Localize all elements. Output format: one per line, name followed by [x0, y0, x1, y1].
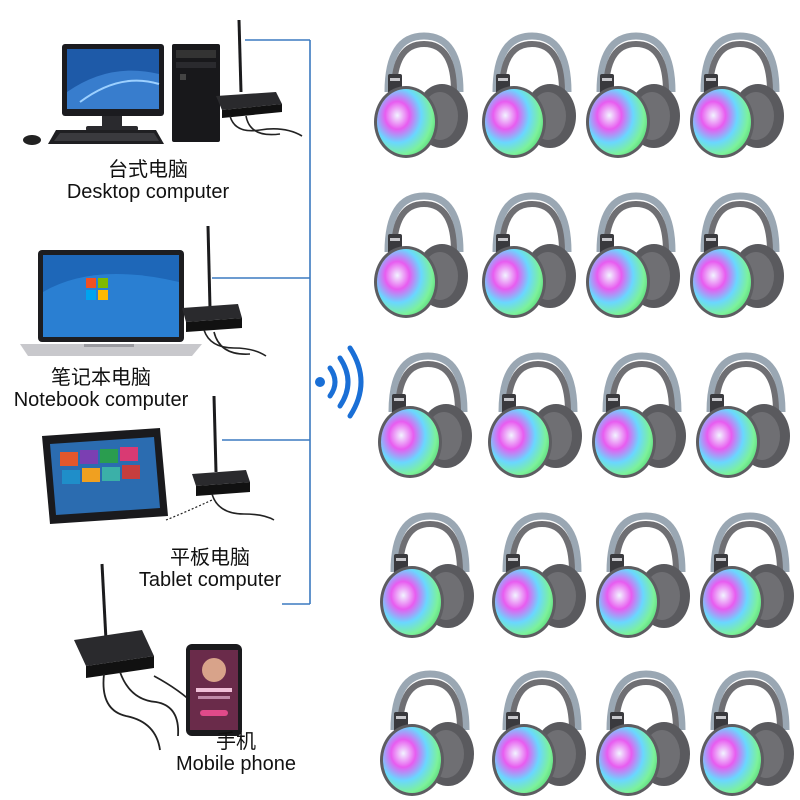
- device-label-zh: 手机: [216, 729, 256, 753]
- device-label-en: Desktop computer: [66, 181, 230, 203]
- device-label-zh: 笔记本电脑: [51, 365, 151, 389]
- headset-grid: [360, 0, 800, 800]
- notebook-computer-icon: [20, 225, 267, 357]
- device-label-desktop: 台式电脑 Desktop computer: [48, 158, 248, 204]
- tablet-computer-icon: [42, 395, 275, 524]
- wifi-signal-icon: [315, 345, 364, 419]
- device-label-en: Notebook computer: [13, 389, 189, 411]
- device-label-notebook: 笔记本电脑 Notebook computer: [0, 366, 202, 412]
- device-label-zh: 台式电脑: [108, 157, 188, 181]
- device-label-en: Tablet computer: [138, 569, 282, 591]
- device-label-mobile: 手机 Mobile phone: [166, 730, 306, 776]
- headset-icon: [374, 36, 794, 796]
- desktop-computer-icon: [23, 19, 303, 145]
- mobile-phone-icon: [74, 563, 242, 751]
- device-label-tablet: 平板电脑 Tablet computer: [120, 546, 300, 592]
- device-label-zh: 平板电脑: [170, 545, 250, 569]
- device-label-en: Mobile phone: [175, 753, 297, 775]
